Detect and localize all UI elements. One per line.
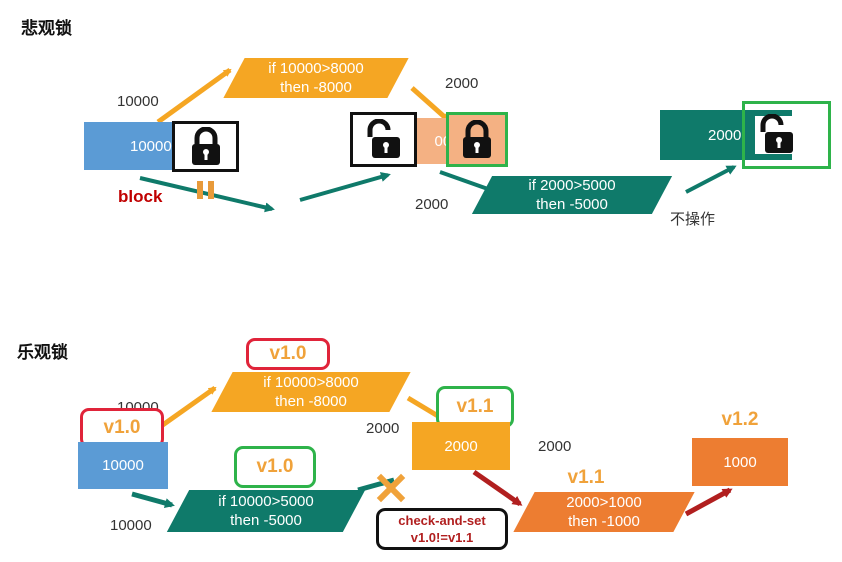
condition-line2: then -1000 bbox=[568, 513, 640, 530]
check-and-set-ring bbox=[376, 508, 508, 550]
arrow-to-right bbox=[685, 165, 737, 194]
no-op-label: 不操作 bbox=[670, 210, 716, 228]
condition-line2: then -5000 bbox=[536, 196, 608, 213]
check-and-set-line2: v1.0!=v1.1 bbox=[410, 530, 474, 545]
version-left: v1.0 bbox=[103, 417, 141, 438]
label-2000-left: 2000 bbox=[415, 196, 449, 213]
condition-line2: then -8000 bbox=[280, 79, 352, 96]
locked-padlock-icon bbox=[192, 127, 220, 165]
arrow-block-1 bbox=[139, 176, 275, 213]
condition-box-8000: if 10000>8000 then -8000 bbox=[234, 58, 398, 98]
locked-padlock-icon bbox=[463, 120, 491, 158]
version-ring-mid-green bbox=[234, 446, 316, 488]
condition-box-8000: if 10000>8000 then -8000 bbox=[222, 372, 400, 412]
block-label: block bbox=[118, 187, 163, 206]
check-and-set-line1: check-and-set bbox=[398, 513, 486, 528]
unlocked-padlock-icon bbox=[760, 114, 793, 153]
optimistic-title: 乐观锁 bbox=[17, 343, 68, 363]
check-and-set-note: check-and-set v1.0!=v1.1 bbox=[376, 508, 508, 550]
arrow-cond-to-box bbox=[410, 86, 450, 122]
fail-cross-icon bbox=[376, 473, 406, 503]
label-2000-right: 2000 bbox=[538, 438, 572, 455]
version-update: v1.1 bbox=[567, 467, 605, 488]
lock-ring-middle-black bbox=[350, 112, 417, 167]
condition-box-1000: 2000>1000 then -1000 bbox=[524, 492, 684, 532]
unlocked-padlock-icon bbox=[367, 119, 400, 158]
arrow-block-2 bbox=[299, 172, 391, 202]
version-ring-top bbox=[246, 338, 330, 370]
condition-line1: if 10000>5000 bbox=[218, 493, 314, 510]
condition-line2: then -5000 bbox=[230, 512, 302, 529]
version-mid: v1.0 bbox=[256, 456, 294, 477]
value-box-2000: 2000 bbox=[412, 422, 510, 470]
lock-ring-left bbox=[172, 121, 239, 172]
condition-box-5000: if 10000>5000 then -5000 bbox=[178, 490, 354, 532]
arrow-up-to-cond bbox=[156, 67, 232, 125]
pause-bar-2 bbox=[208, 181, 214, 199]
condition-line1: if 2000>5000 bbox=[528, 177, 616, 194]
lock-ring-right-green bbox=[742, 101, 831, 169]
label-2000-left: 2000 bbox=[366, 420, 400, 437]
condition-line1: if 10000>8000 bbox=[268, 60, 364, 77]
arrow-red-2 bbox=[684, 487, 733, 517]
lock-ring-middle-green bbox=[446, 112, 508, 167]
value-box-1000: 1000 bbox=[692, 438, 788, 486]
condition-line2: then -8000 bbox=[275, 393, 347, 410]
label-10000-top: 10000 bbox=[117, 93, 159, 110]
condition-line1: 2000>1000 bbox=[566, 494, 642, 511]
label-10000-bottom: 10000 bbox=[110, 517, 152, 534]
label-2000-top: 2000 bbox=[445, 75, 479, 92]
arrow-opt-teal bbox=[131, 491, 175, 508]
arrow-red-1 bbox=[472, 469, 523, 507]
condition-box-5000: if 2000>5000 then -5000 bbox=[482, 176, 662, 214]
version-box: v1.1 bbox=[456, 396, 494, 417]
version-final: v1.2 bbox=[721, 409, 759, 430]
pessimistic-title: 悲观锁 bbox=[21, 19, 72, 39]
condition-line1: if 10000>8000 bbox=[263, 374, 359, 391]
account-box-10000: 10000 bbox=[78, 442, 168, 489]
version-top: v1.0 bbox=[269, 343, 307, 364]
pause-bar-1 bbox=[197, 181, 203, 199]
